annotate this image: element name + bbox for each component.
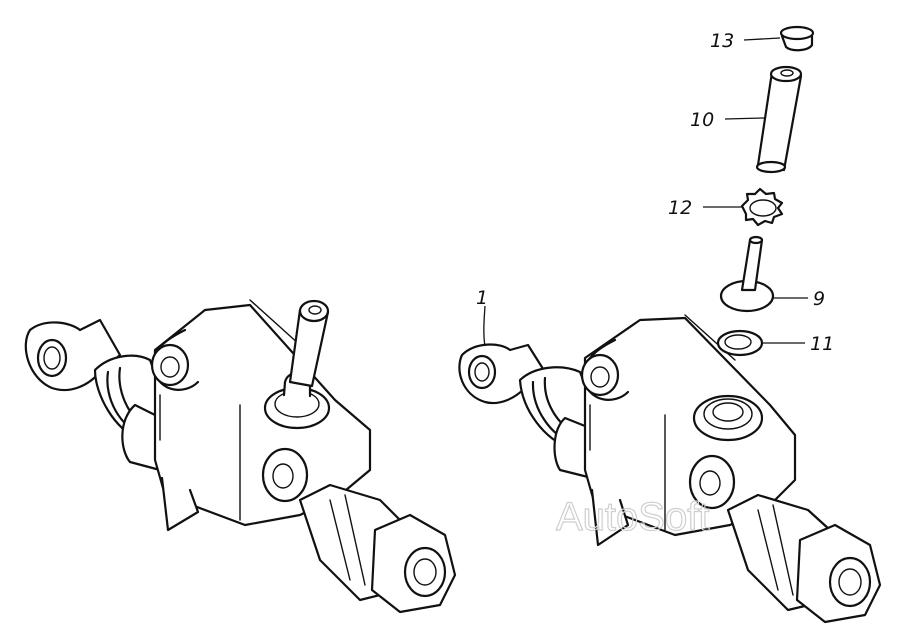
boot-right: [518, 366, 597, 480]
callout-1: 1: [476, 287, 488, 309]
leader-10: [724, 117, 765, 120]
cap-part: [779, 25, 815, 52]
leader-1: [483, 305, 486, 347]
callout-11: 11: [810, 333, 834, 355]
leader-13: [743, 37, 781, 41]
cylinder-body-left: [150, 299, 457, 614]
valve-stem-part: [719, 235, 775, 313]
callout-12: 12: [668, 197, 692, 219]
exploded-cylinder-right: [458, 25, 882, 624]
leader-lines: [483, 37, 808, 347]
callouts: 13 10 12 1 9 11: [476, 30, 834, 355]
assembled-cylinder-left: [24, 299, 457, 614]
callout-13: 13: [710, 30, 734, 52]
sleeve-part: [755, 65, 803, 174]
callout-10: 10: [690, 109, 714, 131]
lock-washer-part: [740, 187, 784, 227]
callout-9: 9: [813, 288, 825, 310]
watermark: AutoSoft: [556, 495, 709, 539]
cylinder-body-right: [580, 314, 882, 624]
o-ring-part: [716, 329, 764, 357]
